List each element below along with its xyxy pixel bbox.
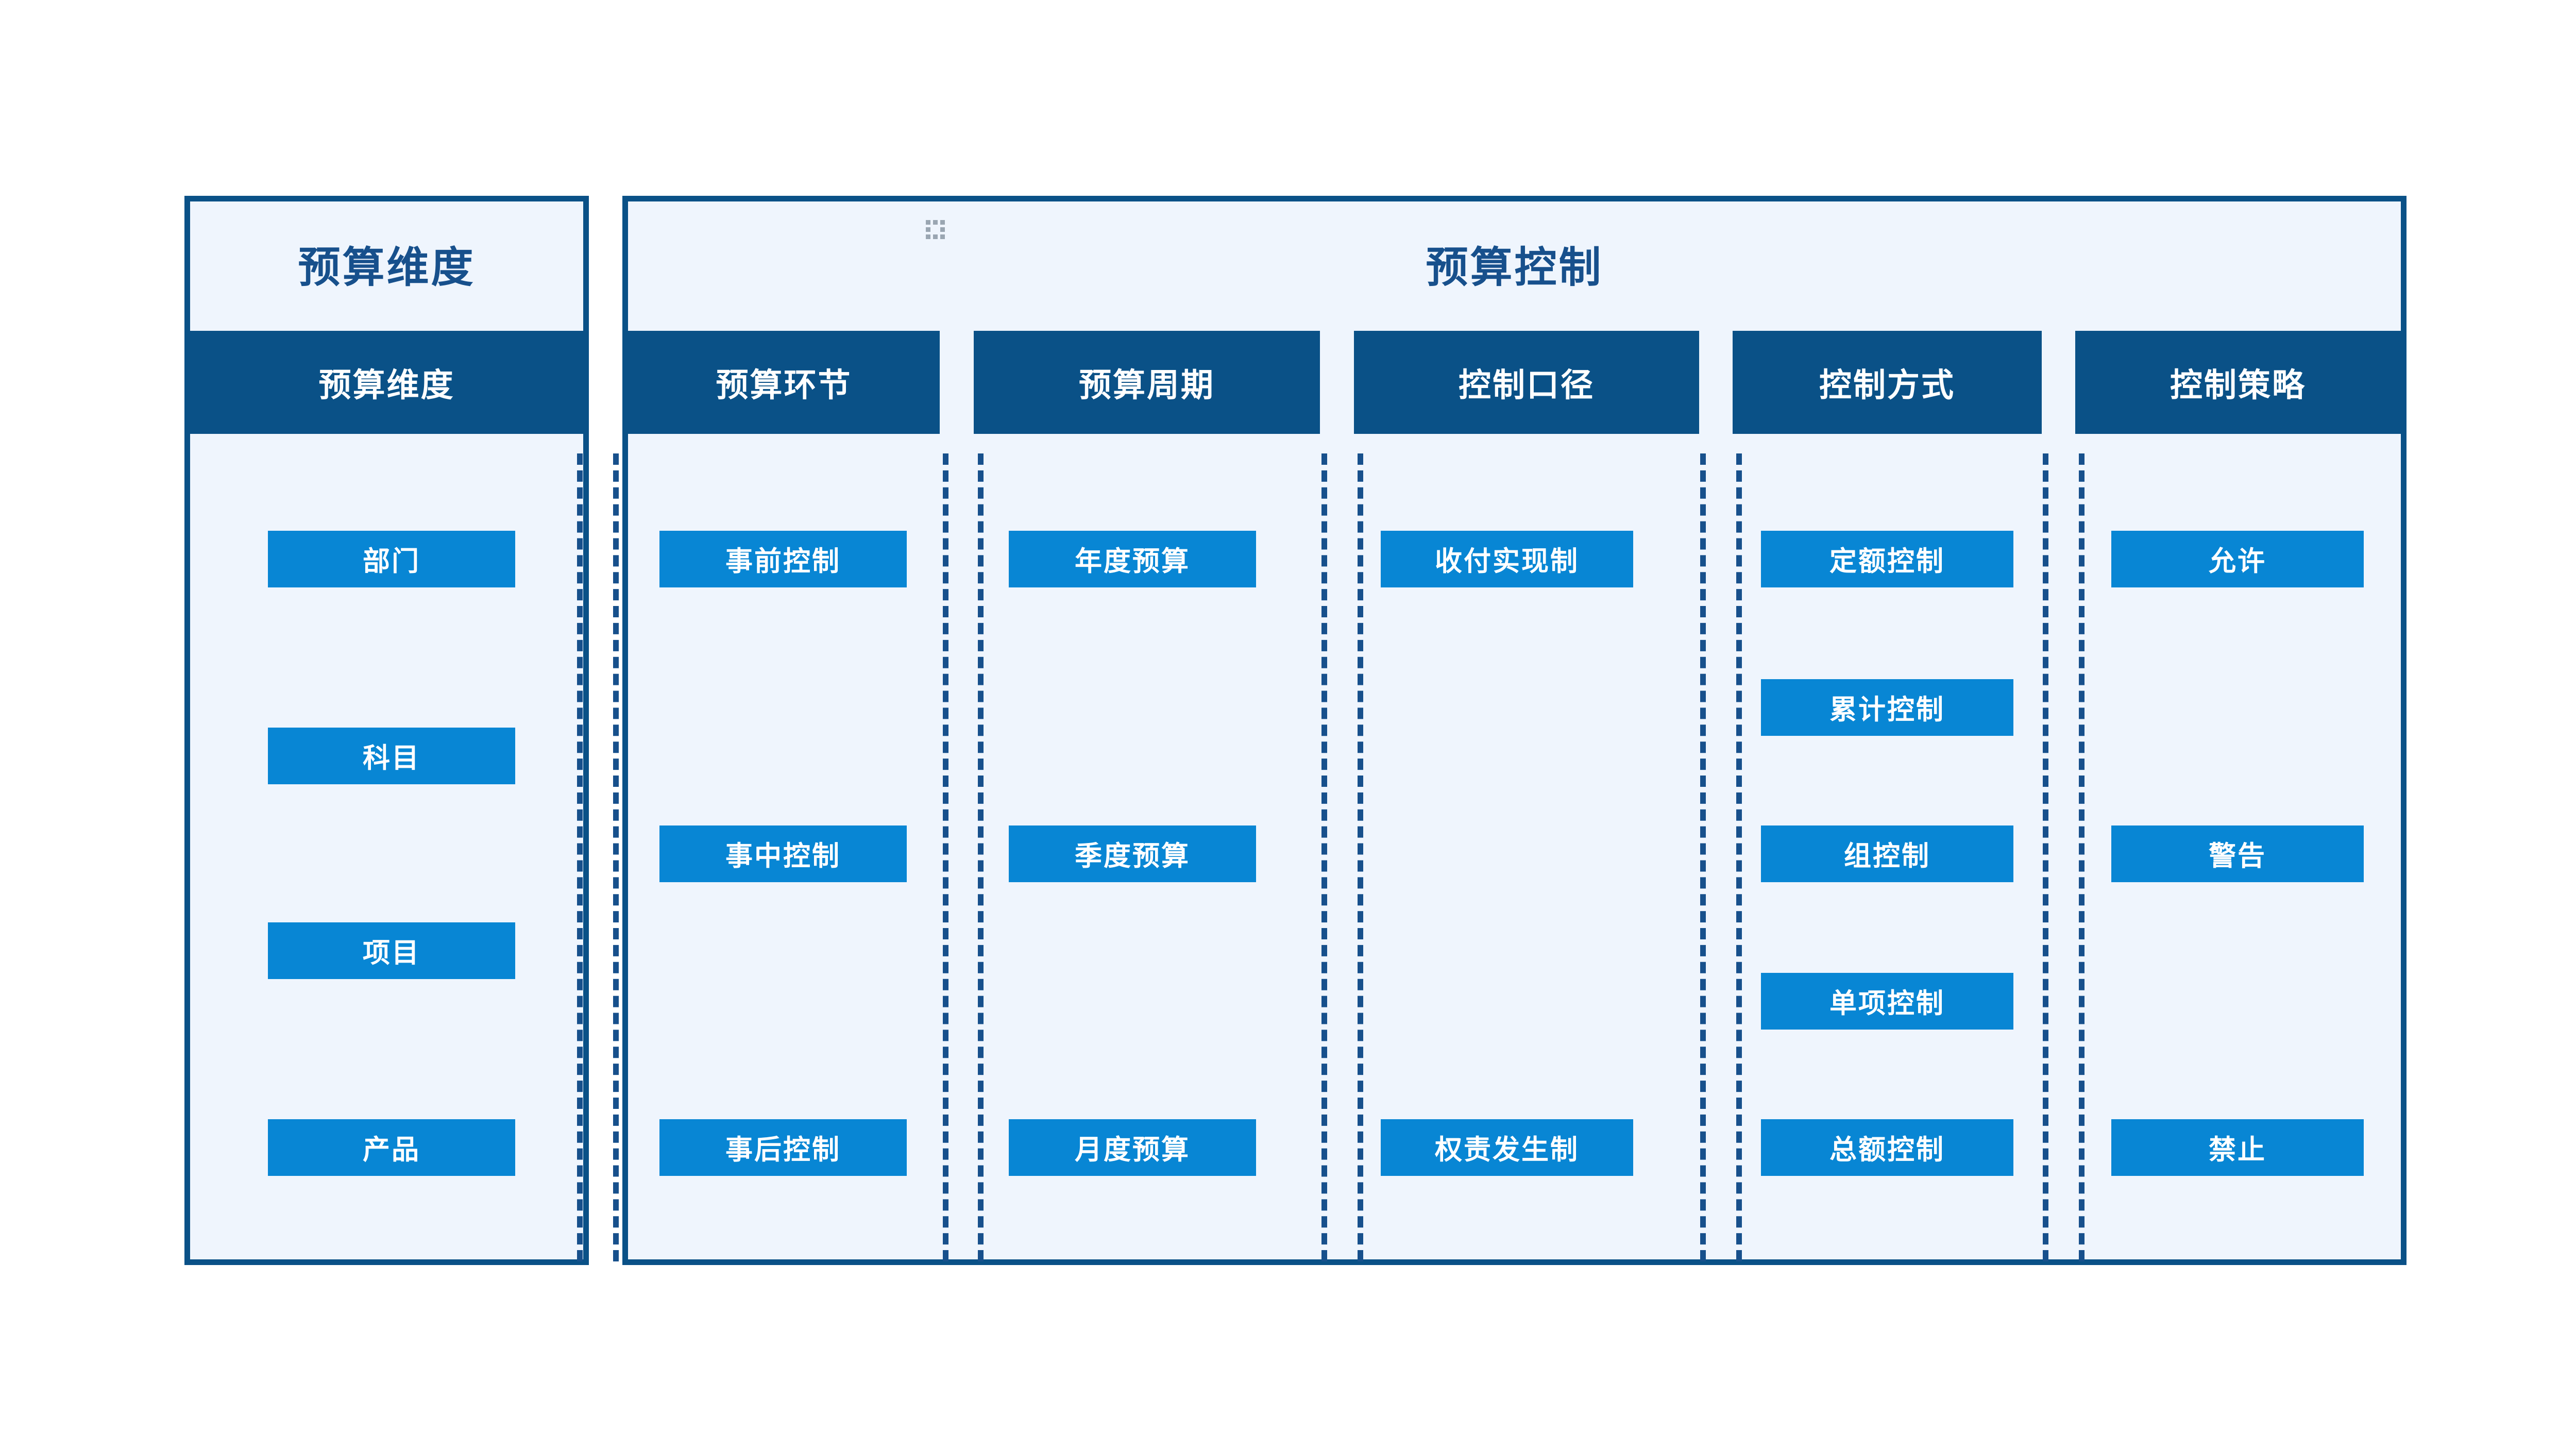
chip-department[interactable]: 部门 <box>268 531 515 587</box>
column-header-control-strategy[interactable]: 控制策略 <box>2075 331 2401 434</box>
column-divider-7 <box>1736 453 1742 1261</box>
chip-in-process-control[interactable]: 事中控制 <box>659 825 907 882</box>
chip-annual-budget[interactable]: 年度预算 <box>1009 531 1256 587</box>
chip-monthly-budget[interactable]: 月度预算 <box>1009 1119 1256 1176</box>
column-divider-1 <box>613 453 619 1261</box>
chip-warn[interactable]: 警告 <box>2111 825 2364 882</box>
column-header-budget-dimension[interactable]: 预算维度 <box>190 331 583 434</box>
chip-forbid[interactable]: 禁止 <box>2111 1119 2364 1176</box>
drag-dots-icon[interactable] <box>926 220 945 239</box>
chip-allow[interactable]: 允许 <box>2111 531 2364 587</box>
chip-cash-basis[interactable]: 收付实现制 <box>1381 531 1633 587</box>
column-divider-3 <box>978 453 984 1261</box>
chip-pre-control[interactable]: 事前控制 <box>659 531 907 587</box>
column-divider-5 <box>1358 453 1363 1261</box>
chip-accrual-basis[interactable]: 权责发生制 <box>1381 1119 1633 1176</box>
column-header-control-method[interactable]: 控制方式 <box>1733 331 2042 434</box>
column-divider-0 <box>577 453 583 1261</box>
chip-total-amount-control[interactable]: 总额控制 <box>1761 1119 2013 1176</box>
column-divider-6 <box>1700 453 1706 1261</box>
column-header-control-caliber[interactable]: 控制口径 <box>1354 331 1699 434</box>
column-divider-2 <box>943 453 948 1261</box>
chip-project[interactable]: 项目 <box>268 922 515 979</box>
column-divider-9 <box>2079 453 2084 1261</box>
chip-quarterly-budget[interactable]: 季度预算 <box>1009 825 1256 882</box>
chip-quota-control[interactable]: 定额控制 <box>1761 531 2013 587</box>
budget-control-panel-title: 预算控制 <box>1426 244 1603 291</box>
column-header-budget-period[interactable]: 预算周期 <box>974 331 1320 434</box>
chip-cumulative-control[interactable]: 累计控制 <box>1761 679 2013 736</box>
chip-subject[interactable]: 科目 <box>268 728 515 784</box>
chip-post-control[interactable]: 事后控制 <box>659 1119 907 1176</box>
chip-group-control[interactable]: 组控制 <box>1761 825 2013 882</box>
column-header-budget-stage[interactable]: 预算环节 <box>628 331 940 434</box>
chip-product[interactable]: 产品 <box>268 1119 515 1176</box>
column-divider-8 <box>2043 453 2048 1261</box>
column-divider-4 <box>1321 453 1327 1261</box>
chip-single-item-control[interactable]: 单项控制 <box>1761 973 2013 1030</box>
budget-dimension-panel-title: 预算维度 <box>298 244 476 291</box>
